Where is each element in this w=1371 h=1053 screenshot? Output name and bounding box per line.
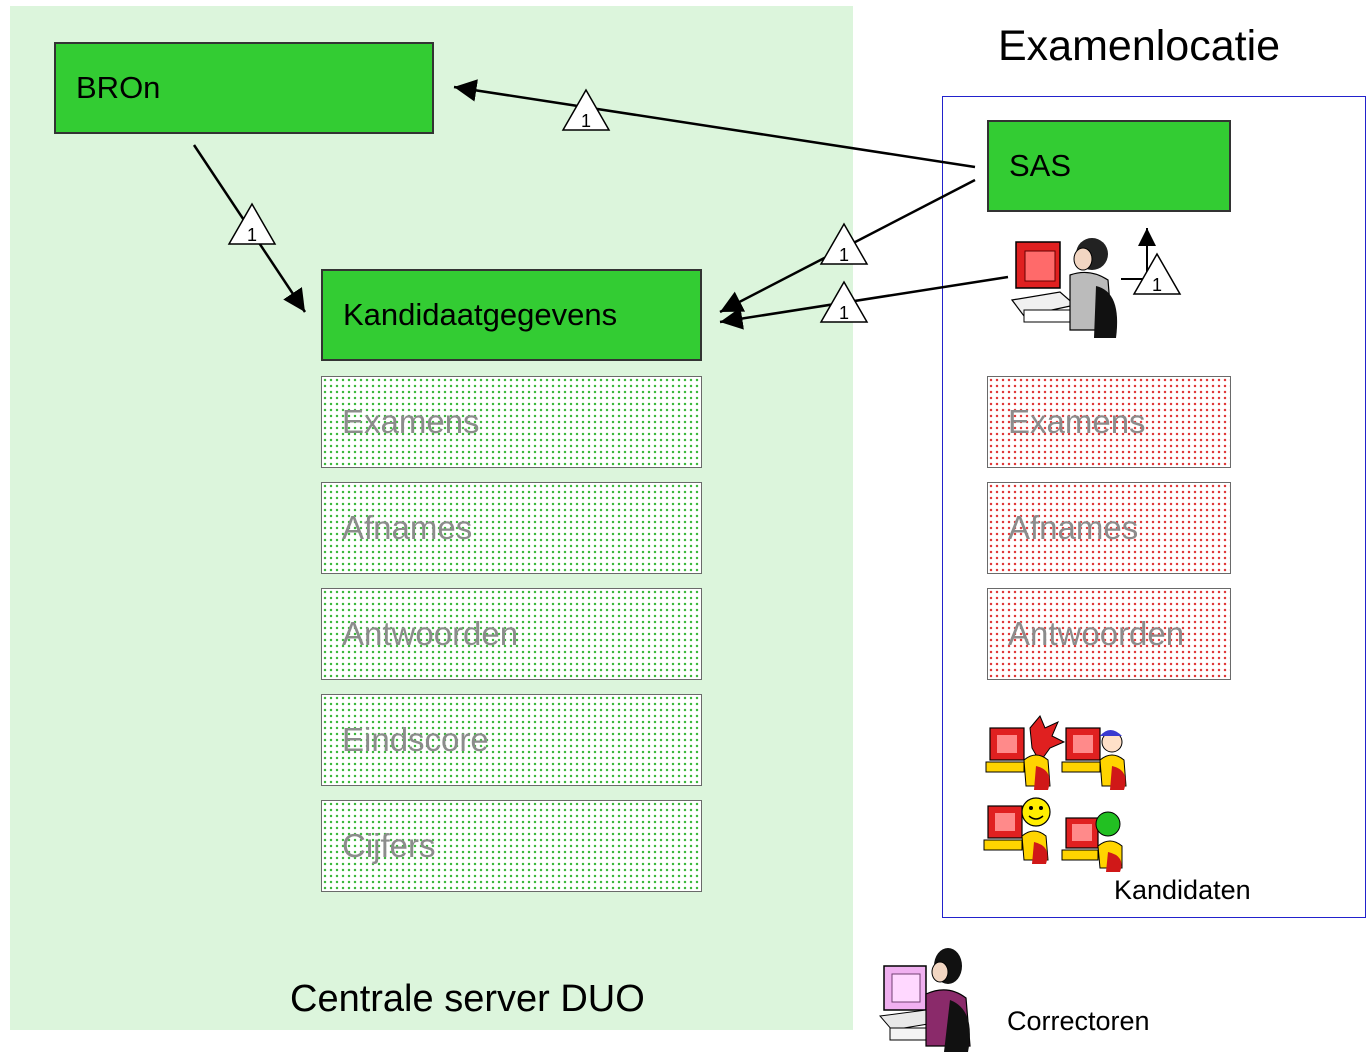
corrector-computer-icon — [879, 948, 971, 1052]
svg-text:1: 1 — [1152, 275, 1162, 295]
svg-text:1: 1 — [581, 111, 591, 131]
kandidaatgegevens-box: Kandidaatgegevens — [321, 269, 702, 361]
arrow-operator-to-kandidaatgegevens — [719, 275, 1009, 330]
kandidaten-label: Kandidaten — [1114, 875, 1251, 905]
svg-text:1: 1 — [839, 245, 849, 265]
step-marker-1d: 1 — [819, 280, 869, 323]
central-antwoorden-box: Antwoorden — [321, 588, 702, 680]
sas-box: SAS — [987, 120, 1231, 212]
central-eindscore-box: Eindscore — [321, 694, 702, 786]
svg-text:1: 1 — [839, 303, 849, 323]
location-antwoorden-box: Antwoorden — [987, 588, 1231, 680]
svg-text:1: 1 — [247, 225, 257, 245]
location-afnames-box: Afnames — [987, 482, 1231, 574]
central-examens-box: Examens — [321, 376, 702, 468]
step-marker-1e: 1 — [1132, 252, 1182, 295]
step-marker-1c: 1 — [819, 222, 869, 265]
candidate-computer-icon-3 — [983, 797, 1051, 864]
examenlocatie-frame — [942, 96, 1366, 918]
correctoren-label: Correctoren — [1007, 1006, 1150, 1036]
arrow-operator-to-sas — [1121, 228, 1156, 280]
candidate-computer-icon-2 — [1061, 727, 1127, 790]
bron-box: BROn — [54, 42, 434, 134]
central-cijfers-box: Cijfers — [321, 800, 702, 892]
central-server-title: Centrale server DUO — [290, 978, 645, 1020]
candidate-computer-icon-4 — [1061, 811, 1123, 872]
central-afnames-box: Afnames — [321, 482, 702, 574]
location-examens-box: Examens — [987, 376, 1231, 468]
arrow-sas-to-bron — [453, 79, 976, 169]
step-marker-1b: 1 — [227, 202, 277, 245]
candidate-computer-icon-1 — [985, 715, 1066, 790]
operator-computer-icon — [1010, 238, 1118, 338]
examenlocatie-title: Examenlocatie — [998, 22, 1281, 70]
step-marker-1a: 1 — [561, 88, 611, 131]
